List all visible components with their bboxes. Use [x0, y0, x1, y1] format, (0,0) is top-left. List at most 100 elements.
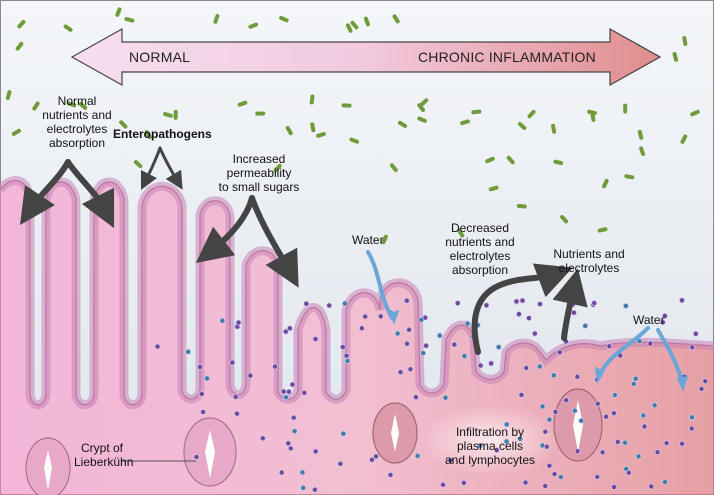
bacterium	[485, 156, 495, 164]
immune-cell	[406, 326, 413, 333]
immune-cell	[648, 483, 655, 490]
immune-cell	[556, 349, 563, 356]
immune-cell	[594, 473, 601, 480]
bacterium	[309, 94, 315, 105]
bacterium	[639, 146, 646, 157]
bacterium	[285, 126, 293, 136]
water-arrows	[366, 250, 688, 392]
immune-cell	[531, 330, 538, 337]
immune-cell	[368, 456, 375, 463]
bacterium	[237, 100, 248, 107]
immune-cell	[692, 330, 699, 337]
immune-cell	[571, 407, 578, 414]
bacterium	[392, 14, 400, 24]
immune-cell	[546, 462, 553, 469]
immune-cell	[654, 449, 661, 456]
immune-cell	[611, 484, 618, 491]
immune-cell	[439, 481, 446, 488]
immune-cell	[551, 471, 558, 478]
curved-arrows	[20, 146, 588, 355]
bacterium	[279, 15, 289, 23]
immune-cell	[611, 392, 618, 399]
immune-cell	[339, 344, 346, 351]
bacterium	[345, 23, 353, 33]
immune-cell	[326, 302, 333, 309]
normal-absorption-label: Normal nutrients and electrolytes absorp…	[42, 94, 112, 150]
immune-cell	[594, 400, 601, 407]
bacterium	[597, 227, 608, 233]
immune-cell	[578, 417, 585, 424]
bacterium	[115, 7, 122, 17]
immune-cell	[522, 479, 529, 486]
bacterium	[341, 103, 352, 108]
immune-cell	[523, 364, 530, 371]
immune-cell	[377, 313, 384, 320]
immune-cell	[622, 439, 629, 446]
immune-cell	[659, 319, 666, 326]
immune-cell	[442, 394, 449, 401]
immune-cell	[340, 430, 347, 437]
immune-cell	[518, 391, 525, 398]
bacterium	[133, 160, 143, 169]
immune-cell	[185, 348, 192, 355]
immune-cell	[387, 471, 394, 478]
bacterium	[553, 159, 564, 166]
bacterium	[623, 103, 628, 114]
immune-cell	[610, 410, 617, 417]
bacterium	[363, 16, 370, 27]
bacterium	[527, 109, 536, 119]
immune-cell	[570, 309, 577, 316]
immune-cell	[513, 298, 520, 305]
immune-cell	[447, 457, 454, 464]
immune-cell	[403, 297, 410, 304]
bacterium	[690, 109, 700, 117]
immune-cell	[423, 342, 430, 349]
immune-cell	[303, 300, 310, 307]
immune-cell	[606, 343, 613, 350]
immune-cell	[362, 313, 369, 320]
immune-cell	[291, 428, 298, 435]
bacterium	[11, 128, 21, 136]
immune-cell	[418, 316, 425, 323]
immune-cell	[574, 373, 581, 380]
bacterium	[460, 119, 470, 126]
immune-cell	[689, 344, 696, 351]
immune-cell	[503, 438, 510, 445]
immune-cell	[372, 453, 379, 460]
immune-cell	[663, 440, 670, 447]
immune-cell	[477, 442, 484, 449]
immune-cell	[234, 410, 241, 417]
immune-cell	[464, 320, 471, 327]
bacterium	[419, 98, 429, 107]
immune-cell	[678, 297, 685, 304]
immune-cell	[647, 340, 654, 347]
immune-cell	[493, 447, 500, 454]
bacterium	[350, 20, 359, 30]
immune-cell	[436, 332, 443, 339]
crypt-of-lieberkuhn-label: Crypt of Lieberkühn	[74, 441, 134, 469]
immune-cell	[154, 343, 161, 350]
immune-cell	[614, 438, 621, 445]
bacterium	[488, 185, 499, 192]
immune-cell	[341, 300, 348, 307]
infiltration-label: Infiltration by plasma cells and lymphoc…	[444, 425, 536, 467]
immune-cell	[543, 443, 550, 450]
immune-cell	[688, 425, 695, 432]
immune-cell	[397, 369, 404, 376]
enteropathogens-label: Enteropathogens	[113, 127, 212, 141]
immune-cell	[603, 413, 610, 420]
immune-cell	[285, 440, 292, 447]
immune-cell	[651, 402, 658, 409]
bacterium	[457, 228, 465, 238]
immune-cell	[517, 435, 524, 442]
immune-cell	[536, 363, 543, 370]
immune-cell	[311, 486, 318, 493]
immune-cell	[337, 460, 344, 467]
bacterium	[397, 120, 408, 128]
immune-cell	[280, 388, 287, 395]
immune-cell	[343, 352, 350, 359]
infiltration-glow	[420, 405, 560, 475]
immune-cell	[552, 408, 559, 415]
immune-cell	[219, 317, 226, 324]
